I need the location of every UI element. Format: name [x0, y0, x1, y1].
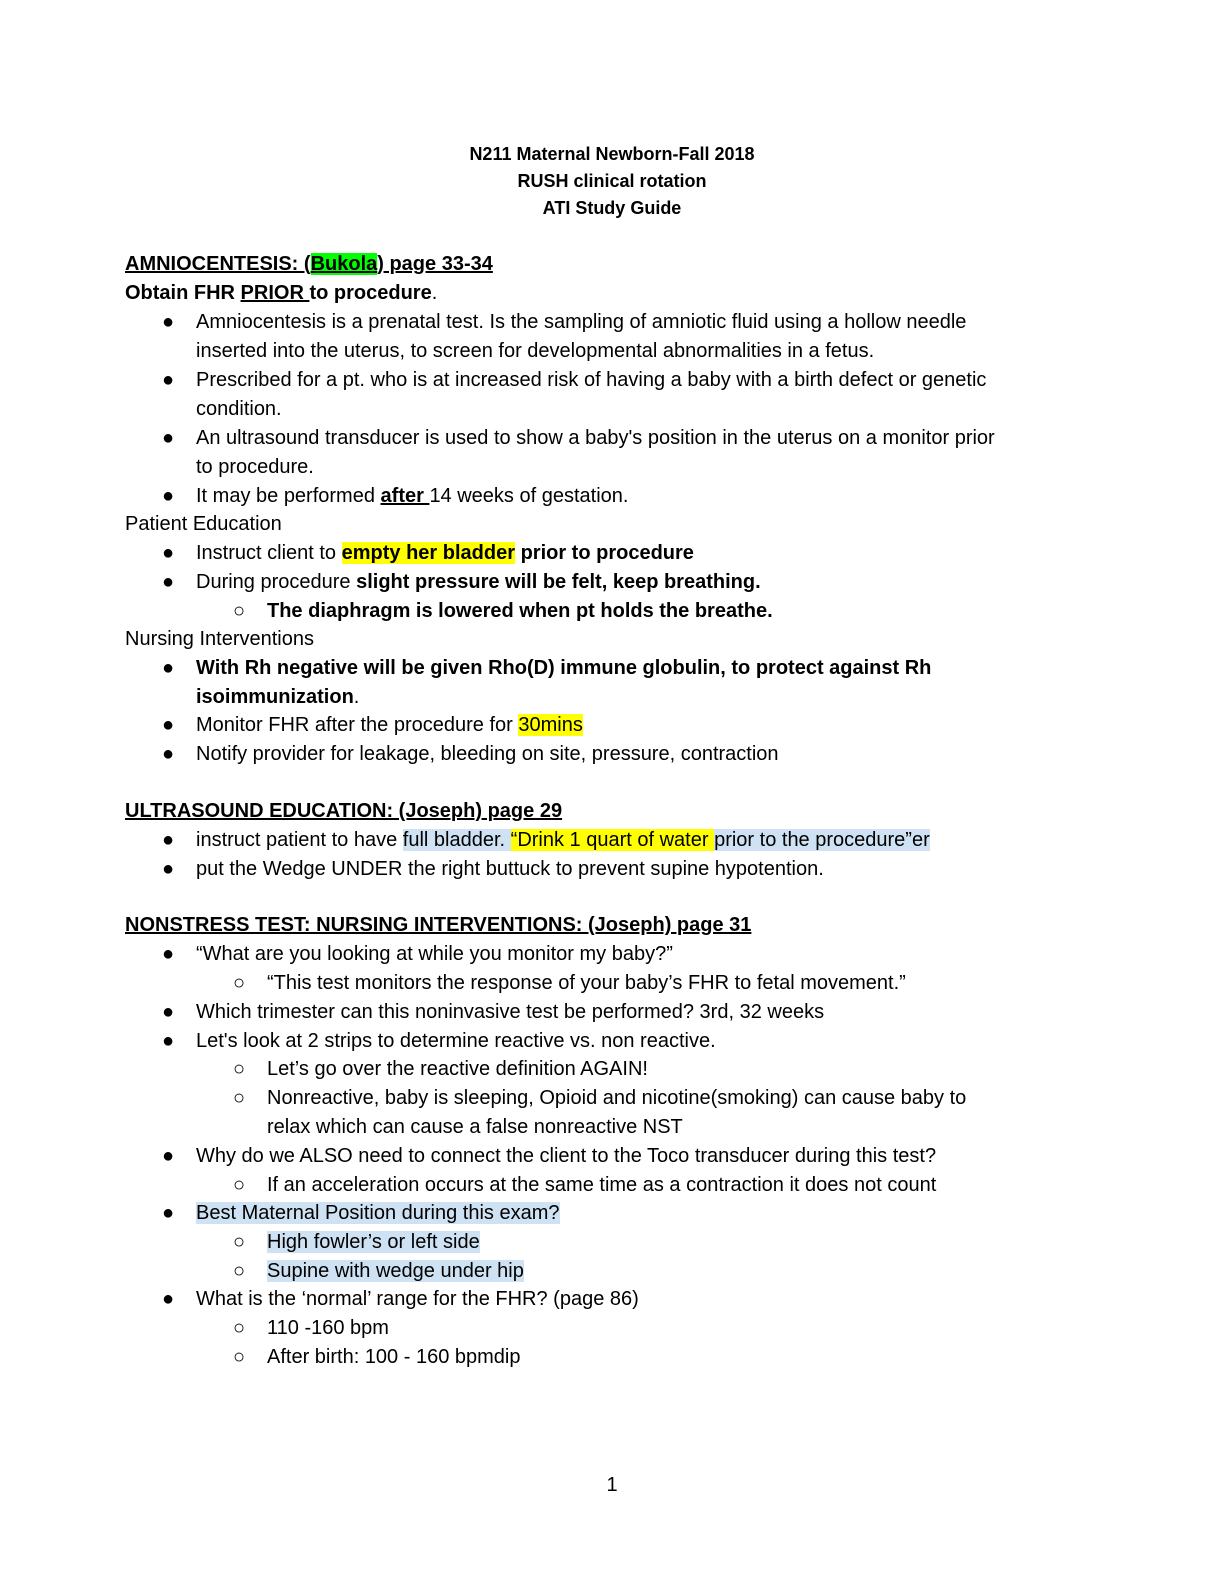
bullet-icon: ●: [162, 743, 175, 765]
doc-title-line3: ATI Study Guide: [542, 198, 682, 218]
bullet-icon: ●: [162, 858, 175, 880]
ultrasound-1-c: “Drink 1 quart of water: [510, 829, 715, 851]
page-number: 1: [606, 1474, 618, 1496]
amnio-subheading: Obtain FHR PRIOR to procedure.: [125, 282, 437, 305]
nst-q3b-l2: relax which can cause a false nonreactiv…: [267, 1116, 683, 1138]
bullet-icon: ●: [162, 1202, 175, 1224]
amnio-heading: AMNIOCENTESIS: (Bukola) page 33-34: [125, 253, 493, 276]
nst-q1a: “This test monitors the response of your…: [267, 972, 906, 994]
intervention-2-b: 30mins: [518, 714, 583, 736]
nst-q4: Why do we ALSO need to connect the clien…: [196, 1145, 937, 1167]
nst-q2: Which trimester can this noninvasive tes…: [196, 1001, 825, 1023]
nst-q3a: Let’s go over the reactive definition AG…: [267, 1058, 648, 1080]
edu-2-a: During procedure: [196, 571, 357, 593]
bullet-icon: ●: [162, 1288, 175, 1310]
amnio-b3-l2: to procedure.: [196, 456, 314, 478]
sub-bullet-icon: ○: [233, 1058, 246, 1080]
amnio-b4-b: after: [380, 485, 430, 507]
edu-2-b: slight pressure will be felt, keep breat…: [356, 571, 761, 593]
amnio-b4-a: It may be performed: [196, 485, 381, 507]
sub-bullet-icon: ○: [233, 1260, 246, 1282]
edu-item-1: Instruct client to empty her bladder pri…: [196, 542, 694, 565]
edu-1-c: prior to procedure: [515, 542, 694, 564]
nst-q4a: If an acceleration occurs at the same ti…: [267, 1174, 937, 1196]
amnio-b4-c: 14 weeks of gestation.: [429, 485, 629, 507]
nursing-interventions-label: Nursing Interventions: [125, 628, 314, 650]
amnio-sub-a: Obtain FHR: [125, 282, 241, 304]
bullet-icon: ●: [162, 829, 175, 851]
intervention-1-l2: isoimmunization.: [196, 686, 359, 709]
bullet-icon: ●: [162, 943, 175, 965]
sub-bullet-icon: ○: [233, 1174, 246, 1196]
nst-heading: NONSTRESS TEST: NURSING INTERVENTIONS: (…: [125, 914, 752, 936]
ultrasound-item-1: instruct patient to have full bladder. “…: [196, 829, 930, 852]
amnio-heading-post: ) page 33-34: [377, 253, 493, 275]
ultrasound-1-a: instruct patient to have: [196, 829, 403, 851]
amnio-b1-l1: Amniocentesis is a prenatal test. Is the…: [196, 311, 967, 333]
amnio-b4: It may be performed after 14 weeks of ge…: [196, 485, 628, 508]
nst-q5a-text: High fowler’s or left side: [267, 1231, 480, 1253]
intervention-1-l2a: isoimmunization: [196, 686, 354, 708]
sub-bullet-icon: ○: [233, 1317, 246, 1339]
amnio-b3-l1: An ultrasound transducer is used to show…: [196, 427, 995, 449]
doc-title-line2: RUSH clinical rotation: [517, 171, 707, 191]
nst-q5a: High fowler’s or left side: [267, 1231, 480, 1254]
ultrasound-1-b: full bladder.: [402, 829, 511, 851]
edu-1-a: Instruct client to: [196, 542, 342, 564]
bullet-icon: ●: [162, 1001, 175, 1023]
bullet-icon: ●: [162, 1030, 175, 1052]
nst-q6: What is the ‘normal’ range for the FHR? …: [196, 1288, 639, 1310]
intervention-2-a: Monitor FHR after the procedure for: [196, 714, 519, 736]
ultrasound-item-2: put the Wedge UNDER the right buttuck to…: [196, 858, 824, 880]
amnio-sub-c: to procedure: [309, 282, 432, 304]
amnio-b1-l2: inserted into the uterus, to screen for …: [196, 340, 875, 362]
nst-q3: Let's look at 2 strips to determine reac…: [196, 1030, 716, 1052]
edu-item-2: During procedure slight pressure will be…: [196, 571, 761, 594]
intervention-3: Notify provider for leakage, bleeding on…: [196, 743, 779, 765]
ultrasound-heading: ULTRASOUND EDUCATION: (Joseph) page 29: [125, 800, 563, 822]
sub-bullet-icon: ○: [233, 972, 246, 994]
doc-title-line1: N211 Maternal Newborn-Fall 2018: [469, 144, 755, 164]
bullet-icon: ●: [162, 427, 175, 449]
edu-1-b: empty her bladder: [341, 542, 516, 564]
sub-bullet-icon: ○: [233, 1231, 246, 1253]
amnio-heading-name: Bukola: [310, 253, 378, 275]
nst-q5: Best Maternal Position during this exam?: [196, 1202, 560, 1225]
sub-bullet-icon: ○: [233, 600, 246, 622]
amnio-heading-pre: AMNIOCENTESIS: (: [125, 253, 311, 275]
edu-sub-item: The diaphragm is lowered when pt holds t…: [267, 600, 773, 622]
intervention-2: Monitor FHR after the procedure for 30mi…: [196, 714, 583, 737]
bullet-icon: ●: [162, 485, 175, 507]
patient-education-label: Patient Education: [125, 513, 282, 535]
nst-q5b-text: Supine with wedge under hip: [267, 1260, 524, 1282]
bullet-icon: ●: [162, 657, 175, 679]
amnio-b2-l1: Prescribed for a pt. who is at increased…: [196, 369, 987, 391]
nst-q6b: After birth: 100 - 160 bpmdip: [267, 1346, 521, 1368]
intervention-1-l2b: .: [353, 686, 360, 708]
nst-q3b-l1: Nonreactive, baby is sleeping, Opioid an…: [267, 1087, 967, 1109]
bullet-icon: ●: [162, 1145, 175, 1167]
bullet-icon: ●: [162, 571, 175, 593]
nst-q5b: Supine with wedge under hip: [267, 1260, 524, 1283]
amnio-sub-d: .: [431, 282, 438, 304]
intervention-1-l1: With Rh negative will be given Rho(D) im…: [196, 657, 932, 679]
sub-bullet-icon: ○: [233, 1087, 246, 1109]
bullet-icon: ●: [162, 714, 175, 736]
bullet-icon: ●: [162, 311, 175, 333]
bullet-icon: ●: [162, 542, 175, 564]
sub-bullet-icon: ○: [233, 1346, 246, 1368]
ultrasound-1-d: prior to the procedure”er: [714, 829, 930, 851]
amnio-sub-b: PRIOR: [240, 282, 310, 304]
nst-q6a: 110 -160 bpm: [267, 1317, 389, 1339]
amnio-b2-l2: condition.: [196, 398, 282, 420]
nst-q5-text: Best Maternal Position during this exam?: [196, 1202, 560, 1224]
bullet-icon: ●: [162, 369, 175, 391]
nst-q1: “What are you looking at while you monit…: [196, 943, 673, 965]
